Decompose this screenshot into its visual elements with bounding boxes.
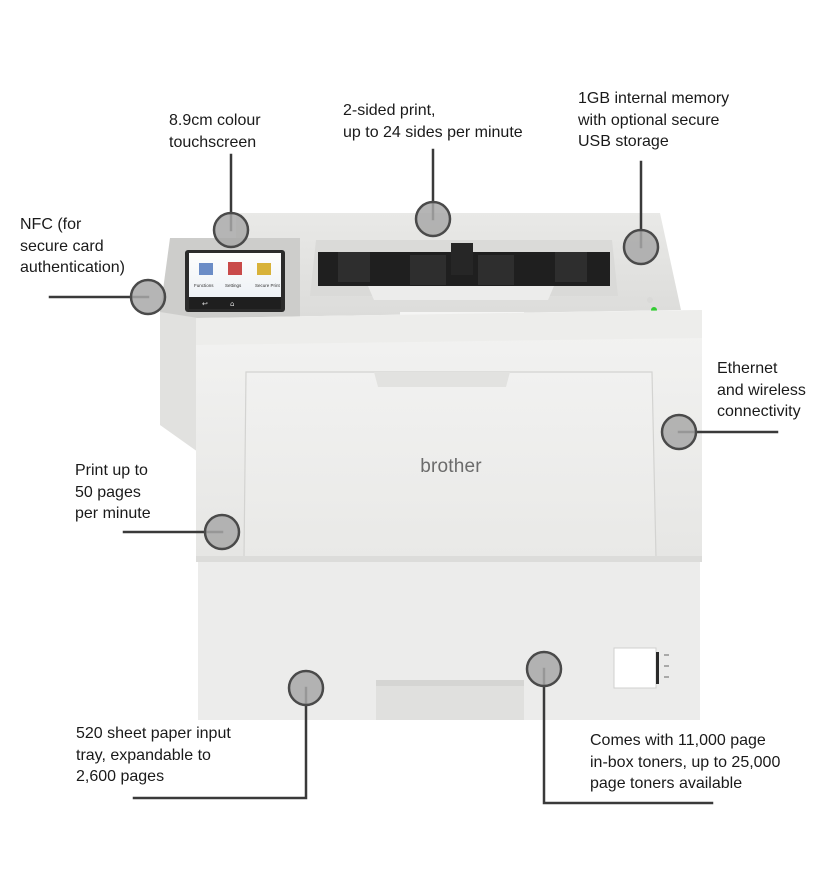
callout-duplex: 2-sided print, up to 24 sides per minute bbox=[343, 100, 523, 143]
printer-left-side bbox=[160, 300, 198, 452]
callout-touchscreen-line-2: touchscreen bbox=[169, 133, 257, 151]
callout-memory: 1GB internal memory with optional secure… bbox=[578, 88, 729, 153]
callout-ethernet-line-3: connectivity bbox=[717, 403, 801, 420]
callout-toner: Comes with 11,000 page in-box toners, up… bbox=[590, 730, 780, 795]
tray-handle bbox=[376, 680, 524, 720]
home-icon: ⌂ bbox=[230, 300, 234, 308]
marker-touchscreen bbox=[212, 211, 250, 249]
callout-toner-line-2: in-box toners, up to 25,000 bbox=[590, 753, 781, 771]
marker-speed bbox=[203, 513, 241, 551]
marker-duplex bbox=[414, 200, 452, 238]
callout-nfc-line-2: secure card bbox=[20, 237, 104, 255]
callout-tray-line-2: tray, expandable to bbox=[76, 746, 211, 764]
callout-markers bbox=[129, 200, 698, 707]
marker-ethernet bbox=[660, 413, 698, 451]
callout-ethernet-line-2: and wireless bbox=[717, 381, 806, 399]
screen-item-secure-print: Secure Print bbox=[255, 283, 281, 288]
marker-toner bbox=[525, 650, 563, 688]
callout-duplex-line-2: up to 24 sides per minute bbox=[343, 123, 523, 141]
settings-icon bbox=[228, 262, 242, 275]
callout-memory-line-1: 1GB internal memory bbox=[578, 90, 730, 107]
door-handle bbox=[374, 372, 510, 387]
callout-ethernet-line-1: Ethernet bbox=[717, 360, 778, 377]
functions-icon bbox=[199, 263, 213, 275]
callout-tray-line-3: 2,600 pages bbox=[76, 768, 165, 785]
marker-memory bbox=[622, 228, 660, 266]
callout-touchscreen-line-1: 8.9cm colour bbox=[169, 112, 261, 129]
leader-tray bbox=[132, 686, 308, 800]
callout-memory-line-2: with optional secure bbox=[578, 111, 720, 129]
paper-level-indicator bbox=[613, 647, 657, 689]
callout-speed: Print up to 50 pages per minute bbox=[75, 460, 151, 525]
callout-nfc-line-3: authentication) bbox=[20, 259, 125, 276]
callout-speed-line-1: Print up to bbox=[75, 462, 148, 479]
callout-memory-line-3: USB storage bbox=[578, 133, 669, 150]
brand-logo: brother bbox=[420, 456, 482, 477]
callout-tray-line-1: 520 sheet paper input bbox=[76, 725, 231, 742]
callout-speed-line-2: 50 pages bbox=[75, 483, 141, 501]
callout-tray: 520 sheet paper input tray, expandable t… bbox=[76, 723, 231, 788]
marker-tray bbox=[287, 669, 325, 707]
back-icon: ↩ bbox=[202, 300, 208, 308]
screen-item-functions: Functions bbox=[194, 283, 214, 288]
callout-ethernet: Ethernet and wireless connectivity bbox=[717, 358, 806, 423]
callout-toner-line-1: Comes with 11,000 page bbox=[590, 732, 766, 749]
secure-print-icon bbox=[257, 263, 271, 275]
callout-toner-line-3: page toners available bbox=[590, 775, 743, 792]
leader-toner bbox=[542, 667, 714, 805]
marker-nfc bbox=[129, 278, 167, 316]
paper-tray bbox=[198, 562, 700, 720]
screen-item-settings: Settings bbox=[225, 283, 242, 288]
callout-touchscreen: 8.9cm colour touchscreen bbox=[169, 110, 261, 153]
callout-nfc: NFC (for secure card authentication) bbox=[20, 214, 125, 279]
callout-duplex-line-1: 2-sided print, bbox=[343, 102, 436, 119]
callout-speed-line-3: per minute bbox=[75, 505, 151, 522]
callout-nfc-line-1: NFC (for bbox=[20, 216, 82, 233]
